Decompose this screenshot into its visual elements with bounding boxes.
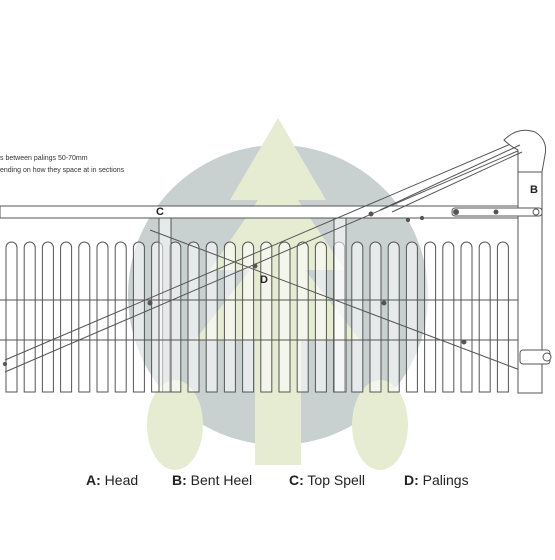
paling [496,241,509,393]
logo-leaf-left [147,380,203,470]
legend-item-top-spell: C: Top Spell [289,472,365,488]
latch-knob [542,352,552,362]
paling [23,241,36,393]
paling [205,241,218,393]
gate-frame [0,129,552,394]
legend-label-bent-heel: Bent Heel [190,472,253,488]
part-tag-c: C [156,206,164,218]
bolt-2 [405,217,411,223]
legend-item-bent-heel: B: Bent Heel [172,472,252,488]
paling [60,241,73,393]
legend-label-palings: Palings [422,472,469,488]
paling [223,241,236,393]
paling [369,241,382,393]
bent-heel [503,129,546,173]
paling [314,241,327,393]
bent-heel-strut [379,144,521,211]
legend-key-top-spell: C: [289,472,304,488]
hinge-bolt-3 [532,208,540,216]
paling [296,241,309,393]
diagonal-brace-mid [149,229,521,371]
top-spell-rail [0,205,523,219]
paling [5,241,18,393]
legend-key-palings: D: [404,472,419,488]
paling [260,241,273,393]
bolt-8 [2,361,8,367]
logo-tree-top [195,118,360,340]
legend-key-head: A: [86,472,101,488]
paling [41,241,54,393]
paling [387,241,400,393]
part-tag-d: D [260,274,268,286]
spacing-note-line-2: ending on how they space at in sections [0,167,125,174]
hinge-bolt-2 [493,209,499,215]
paling [442,241,455,393]
bolt-3 [419,215,425,221]
bolt-6 [381,300,387,306]
bolt-4 [147,300,153,306]
paling [478,241,491,393]
paling [114,241,127,393]
paling [187,241,200,393]
hinge-bolt-1 [453,209,459,215]
part-tag-b: B [530,184,538,196]
legend-key-bent-heel: B: [172,472,187,488]
bolt-7 [461,339,467,345]
bolt-1 [368,211,374,217]
paling [351,241,364,393]
paling [424,241,437,393]
paling [278,241,291,393]
diagonal-brace-lower [4,139,521,361]
logo-leaf-right [352,380,408,470]
stile-post [333,217,347,393]
diagonal-brace-upper [4,149,521,373]
palings-group [5,217,509,393]
paling [460,241,473,393]
paling [78,241,91,393]
bent-heel-strut-2 [391,151,523,213]
legend-label-head: Head [104,472,139,488]
paling [242,241,255,393]
spacing-note-line-1: s between palings 50-70mm [0,155,88,162]
bolt-5 [252,263,258,269]
legend-item-head: A: Head [86,472,138,488]
paling [132,241,145,393]
legend-label-top-spell: Top Spell [307,472,366,488]
paling [96,241,109,393]
legend-item-palings: D: Palings [404,472,469,488]
paling [405,241,418,393]
